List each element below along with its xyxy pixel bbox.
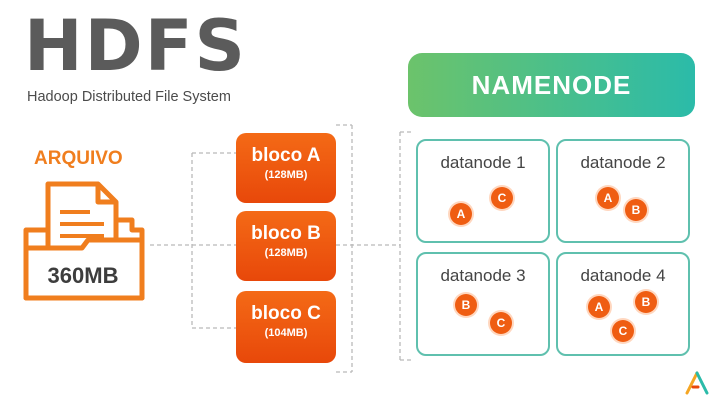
block-c: bloco C (104MB) (236, 291, 336, 363)
brand-logo-icon (685, 371, 709, 395)
file-size: 360MB (47, 263, 119, 288)
block-size: (128MB) (264, 247, 308, 259)
datanode-3: datanode 3 B C (416, 252, 550, 356)
block-size: (128MB) (264, 169, 308, 181)
block-marker: A (597, 187, 619, 209)
page-title: HDFS (24, 5, 247, 87)
block-marker: B (635, 291, 657, 313)
block-b: bloco B (128MB) (236, 211, 336, 281)
block-name: bloco A (251, 145, 321, 166)
datanode-label: datanode 4 (580, 266, 666, 285)
page-subtitle: Hadoop Distributed File System (27, 89, 231, 105)
datanode-label: datanode 2 (580, 153, 666, 172)
block-name: bloco B (251, 223, 321, 244)
block-marker: C (491, 187, 513, 209)
block-marker: B (625, 199, 647, 221)
block-marker: C (490, 312, 512, 334)
block-marker: C (612, 320, 634, 342)
block-marker: B (455, 294, 477, 316)
block-marker: A (450, 203, 472, 225)
datanode-1: datanode 1 A C (416, 139, 550, 243)
namenode-box: NAMENODE (408, 53, 695, 117)
block-marker: A (588, 296, 610, 318)
datanode-label: datanode 3 (440, 266, 526, 285)
datanode-4: datanode 4 A B C (556, 252, 690, 356)
folder-icon (23, 181, 145, 301)
block-name: bloco C (251, 303, 321, 324)
datanode-label: datanode 1 (440, 153, 526, 172)
datanode-2: datanode 2 A B (556, 139, 690, 243)
block-a: bloco A (128MB) (236, 133, 336, 203)
file-label: ARQUIVO (34, 148, 123, 169)
block-size: (104MB) (264, 327, 308, 339)
